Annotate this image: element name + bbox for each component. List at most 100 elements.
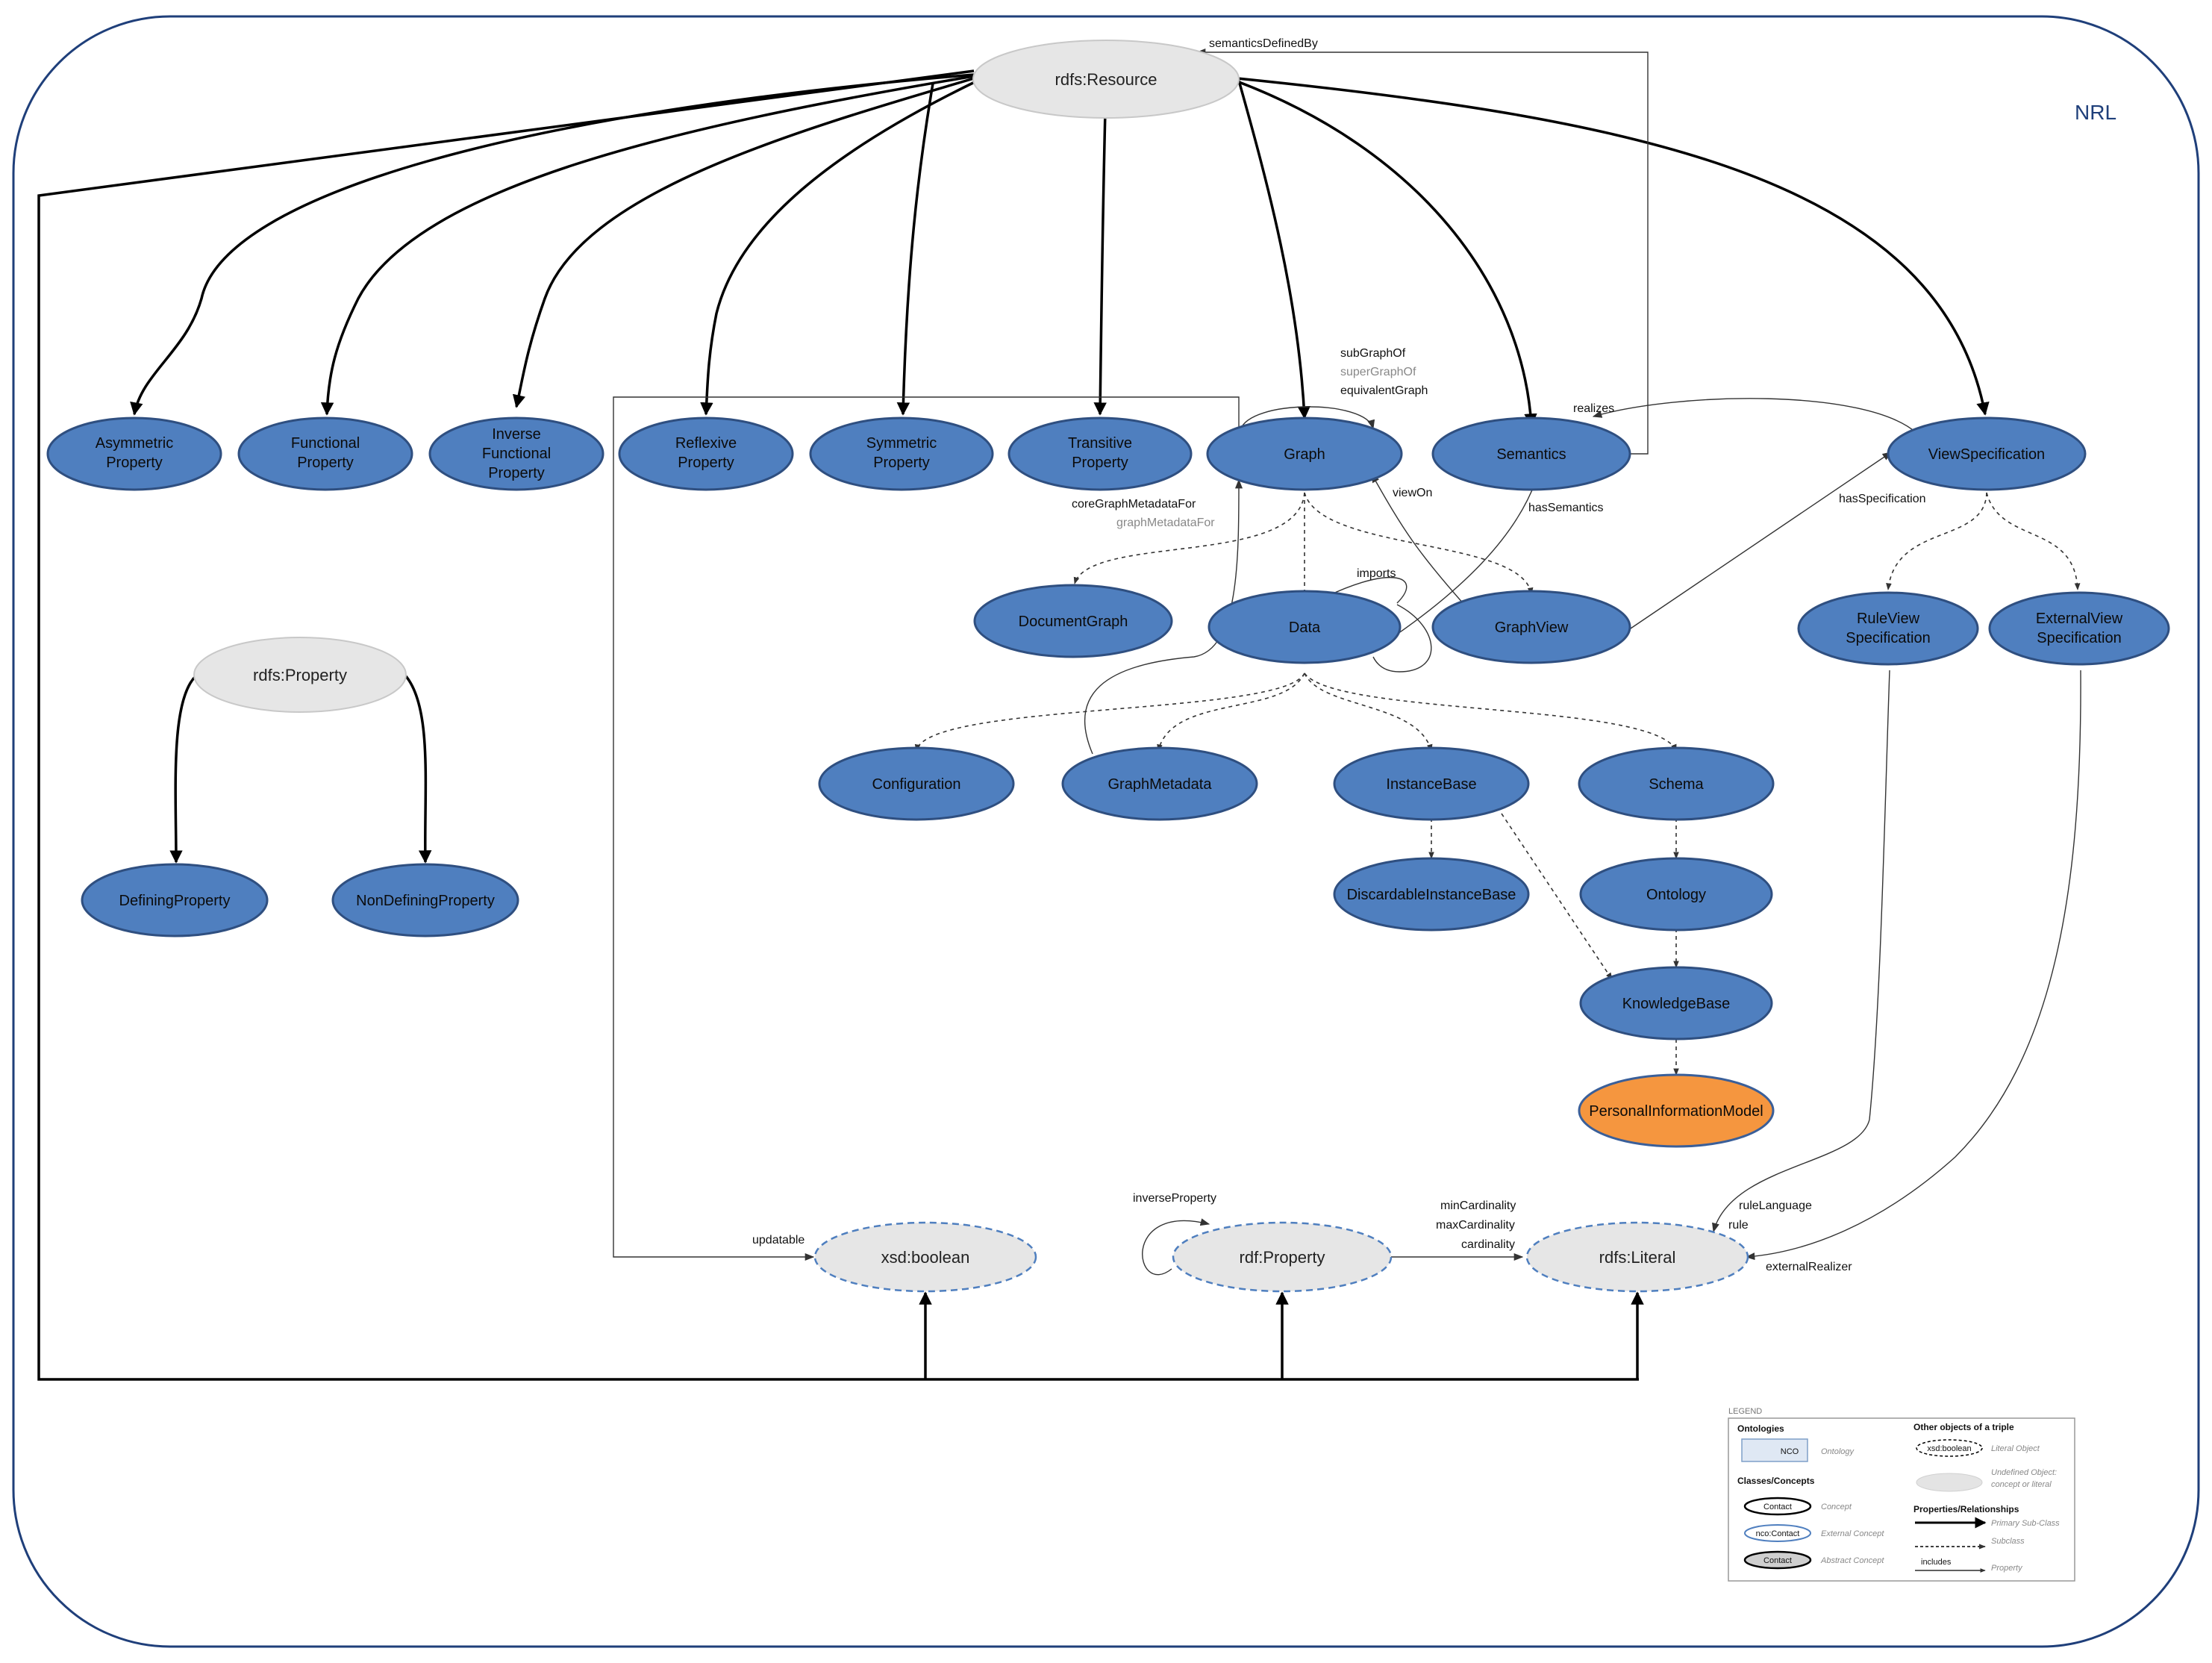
edge-labels: semanticsDefinedBy subGraphOf superGraph… <box>752 37 1926 1273</box>
node-label: ViewSpecification <box>1928 446 2045 463</box>
legend-classes-head: Classes/Concepts <box>1737 1476 1815 1486</box>
node-label-line: Asymmetric <box>96 435 173 452</box>
node-document-graph: DocumentGraph <box>973 584 1173 658</box>
label-min-cardinality: minCardinality <box>1440 1199 1516 1212</box>
legend-literal-swatch <box>1916 1439 1983 1457</box>
node-personal-information-model: PersonalInformationModel <box>1578 1073 1775 1148</box>
legend-external-sample: nco:Contact <box>1756 1529 1800 1538</box>
label-view-on: viewOn <box>1393 487 1432 499</box>
legend-concept-desc: Concept <box>1821 1503 1852 1511</box>
node-label: Ontology <box>1646 887 1706 903</box>
property-edges <box>613 48 2081 1276</box>
node-rdf-property: rdf:Property <box>1172 1221 1393 1293</box>
node-label-line: Symmetric <box>866 435 937 452</box>
node-label: PersonalInformationModel <box>1589 1103 1763 1120</box>
node-label: DocumentGraph <box>1019 614 1128 630</box>
node-configuration: Configuration <box>818 746 1015 821</box>
label-super-graph-of: superGraphOf <box>1340 366 1416 378</box>
node-label-line: Specification <box>1846 630 1930 646</box>
label-cardinality: cardinality <box>1461 1238 1515 1251</box>
label-imports: imports <box>1357 567 1396 580</box>
node-defining-property: DefiningProperty <box>81 863 269 937</box>
node-label-line: Reflexive <box>675 435 737 452</box>
legend-external-desc: External Concept <box>1821 1529 1884 1538</box>
legend-undefined-desc-2: concept or literal <box>1991 1480 2052 1489</box>
label-realizes: realizes <box>1573 402 1614 415</box>
node-graph-view: GraphView <box>1431 590 1631 664</box>
legend-literal-desc: Literal Object <box>1991 1444 2040 1453</box>
node-label: Configuration <box>872 776 961 793</box>
legend-title: LEGEND <box>1728 1407 1762 1416</box>
legend-ontology-swatch <box>1741 1438 1808 1462</box>
legend-includes-sample: includes <box>1921 1558 1952 1567</box>
node-label: InstanceBase <box>1386 776 1476 793</box>
label-inverse-property: inverseProperty <box>1133 1192 1216 1205</box>
legend: LEGEND Ontologies NCO Ontology Classes/C… <box>1728 1407 2075 1582</box>
node-label-line: Functional <box>482 446 551 462</box>
node-instance-base: InstanceBase <box>1333 746 1530 821</box>
legend-abstract-desc: Abstract Concept <box>1820 1556 1884 1565</box>
node-label: rdfs:Property <box>253 666 347 684</box>
node-label-line: Transitive <box>1068 435 1132 452</box>
node-label: GraphMetadata <box>1108 776 1213 793</box>
node-label-line: Functional <box>291 435 360 452</box>
legend-abstract-sample: Contact <box>1763 1556 1792 1565</box>
node-label-line: Property <box>678 455 734 471</box>
legend-external-swatch <box>1744 1524 1811 1542</box>
node-label: rdf:Property <box>1240 1248 1325 1267</box>
node-label-line: Property <box>488 465 545 481</box>
node-label-line: RuleView <box>1857 611 1920 627</box>
node-label: NonDefiningProperty <box>356 893 495 909</box>
legend-literal-sample: xsd:boolean <box>1927 1444 1971 1453</box>
node-data: Data <box>1207 590 1402 664</box>
legend-ontologies-head: Ontologies <box>1737 1423 1784 1434</box>
legend-props-head: Properties/Relationships <box>1913 1504 2019 1514</box>
primary-subclass-edges <box>37 69 1990 1381</box>
legend-concept-sample: Contact <box>1763 1503 1792 1511</box>
label-equivalent-graph: equivalentGraph <box>1340 384 1428 397</box>
label-rule: rule <box>1728 1219 1749 1232</box>
subclass-edges <box>914 492 2081 1076</box>
legend-undefined-desc-1: Undefined Object: <box>1991 1468 2057 1477</box>
node-label: DiscardableInstanceBase <box>1347 887 1516 903</box>
legend-property-desc: Property <box>1991 1564 2023 1573</box>
node-schema: Schema <box>1578 746 1775 821</box>
node-label: KnowledgeBase <box>1622 996 1731 1012</box>
label-semantics-defined-by: semanticsDefinedBy <box>1209 37 1318 50</box>
node-label: DefiningProperty <box>119 893 231 909</box>
node-label: GraphView <box>1495 620 1569 636</box>
label-has-specification: hasSpecification <box>1839 493 1926 505</box>
legend-ontology-sample: NCO <box>1781 1447 1799 1456</box>
node-label: rdfs:Resource <box>1055 70 1157 89</box>
node-non-defining-property: NonDefiningProperty <box>331 863 519 937</box>
label-sub-graph-of: subGraphOf <box>1340 347 1406 360</box>
nrl-frame <box>12 15 2200 1648</box>
legend-other-head: Other objects of a triple <box>1913 1422 2014 1432</box>
node-rdfs-property: rdfs:Property <box>193 637 407 713</box>
node-semantics: Semantics <box>1431 416 1631 491</box>
frame-title: NRL <box>2075 101 2116 124</box>
node-knowledge-base: KnowledgeBase <box>1579 966 1773 1040</box>
label-has-semantics: hasSemantics <box>1528 502 1604 514</box>
legend-abstract-swatch <box>1743 1550 1812 1570</box>
node-xsd-boolean: xsd:boolean <box>813 1221 1037 1293</box>
node-ontology: Ontology <box>1579 857 1773 932</box>
legend-undefined-swatch <box>1916 1473 1983 1492</box>
node-label: Semantics <box>1496 446 1566 463</box>
node-graph-metadata: GraphMetadata <box>1061 746 1258 821</box>
label-max-cardinality: maxCardinality <box>1436 1219 1515 1232</box>
label-core-graph-metadata-for: coreGraphMetadataFor <box>1072 498 1196 511</box>
node-rdfs-literal: rdfs:Literal <box>1525 1221 1749 1293</box>
legend-ontology-desc: Ontology <box>1821 1447 1855 1456</box>
node-rdfs-resource: rdfs:Resource <box>972 40 1240 119</box>
